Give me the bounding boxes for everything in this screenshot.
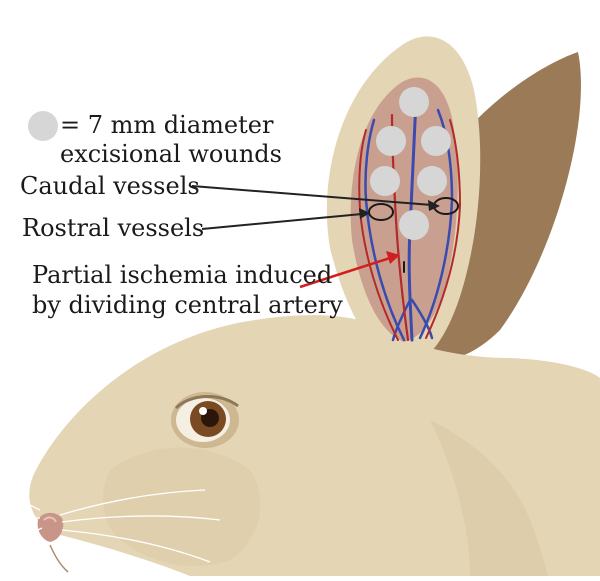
caudal-vessels-label: Caudal vessels <box>20 172 200 200</box>
legend-wound-swatch <box>28 111 58 141</box>
legend: = 7 mm diameter excisional wounds <box>28 111 282 168</box>
wound <box>417 166 447 196</box>
wound <box>376 126 406 156</box>
cheek-shading <box>103 447 261 566</box>
ischemia-label-line-1: Partial ischemia induced <box>32 261 332 289</box>
rostral-vessels-label: Rostral vessels <box>22 214 204 242</box>
wound <box>399 210 429 240</box>
legend-line-1: = 7 mm diameter <box>60 111 274 139</box>
wounds <box>370 87 451 240</box>
ischemia-label-line-2: by dividing central artery <box>32 291 343 319</box>
neck-shading <box>430 420 548 576</box>
rabbit-mouth <box>49 544 69 573</box>
caudal-pointer <box>191 185 433 206</box>
whiskers <box>0 489 221 563</box>
ischemia-pointer <box>299 256 391 289</box>
rabbit-eye <box>171 392 239 448</box>
wound <box>370 166 400 196</box>
nose-highlight <box>43 516 57 523</box>
wound <box>399 87 429 117</box>
pointer-lines <box>191 185 440 289</box>
legend-line-2: excisional wounds <box>60 140 282 168</box>
rostral-pointer <box>201 213 363 230</box>
rabbit-nose <box>37 512 64 542</box>
rostral-vessel-ring <box>368 203 394 221</box>
wound <box>421 126 451 156</box>
